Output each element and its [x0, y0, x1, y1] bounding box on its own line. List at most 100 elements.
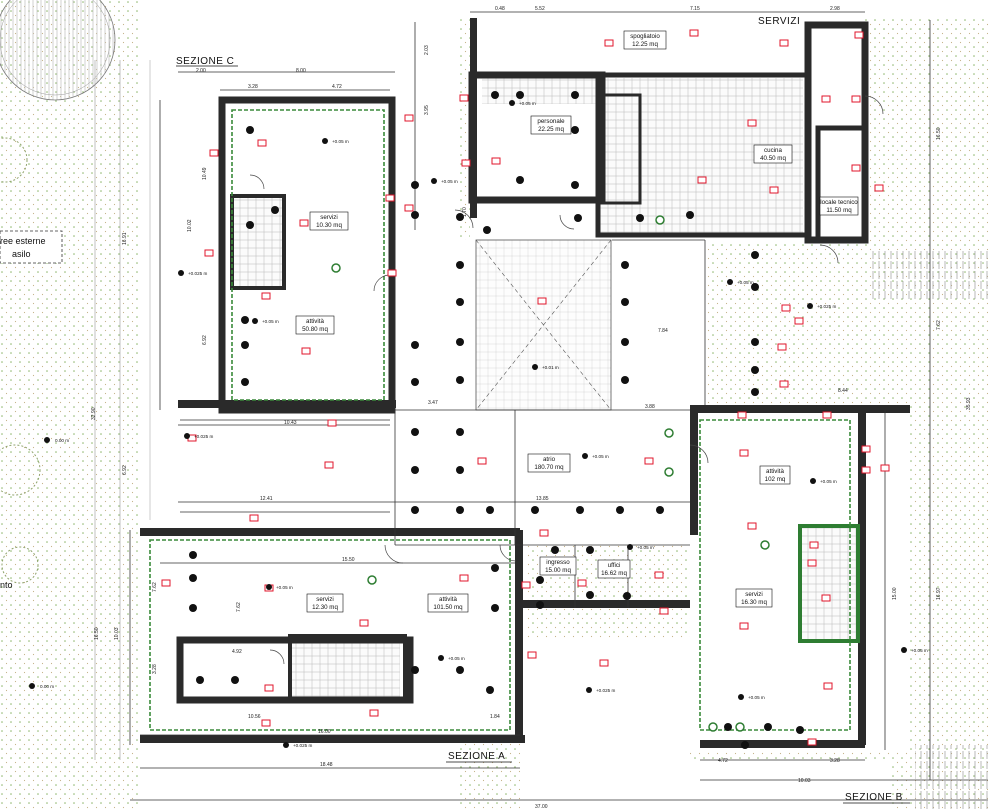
room-area: 16.30 mq — [741, 599, 767, 606]
level-mark: +0.05 m — [332, 139, 349, 144]
external-labels: ree esterne asilo nto — [0, 236, 46, 590]
room-label-servizi-b: servizi 16.30 mq — [735, 588, 773, 608]
dim-text: 12.41 — [260, 496, 273, 502]
level-mark: +0.05 m — [820, 479, 837, 484]
room-name: attività — [439, 596, 457, 603]
room-name: uffici — [608, 562, 621, 569]
dim-text: 15.50 — [342, 557, 355, 563]
level-mark: +0.05 m — [519, 101, 536, 106]
dim-text: 1.84 — [490, 714, 500, 720]
room-area: 180.70 mq — [534, 464, 564, 471]
dim-text: 10.02 — [187, 219, 193, 232]
level-mark: +0.05 m — [911, 648, 928, 653]
dim-text: 10.49 — [202, 167, 208, 180]
dim-text: 16.50 — [936, 127, 942, 140]
room-label-cucina: cucina 40.50 mq — [753, 144, 793, 164]
room-area: 101.50 mq — [433, 604, 463, 611]
room-area: 50.80 mq — [302, 326, 328, 333]
interior-lines — [180, 239, 706, 608]
room-label-attivita-b: attività 102 mq — [759, 465, 791, 485]
dim-text: 7.84 — [658, 328, 668, 334]
walls — [140, 18, 910, 748]
dim-text: 3.28 — [152, 664, 158, 674]
room-name: spogliatoio — [630, 33, 660, 40]
level-marks: 0.00 m 0.00 m +0.025 m +0.025 m +0.05 m … — [29, 100, 928, 748]
asilo-label: asilo — [12, 249, 31, 259]
room-label-spogliatoio: spogliatoio 12.25 mq — [623, 30, 667, 50]
room-name: servizi — [316, 596, 334, 603]
dim-text: 10.03 — [798, 778, 811, 784]
room-name: ingresso — [546, 559, 570, 566]
dim-text: 3.28 — [830, 758, 840, 764]
dim-text: 10.43 — [284, 420, 297, 426]
dim-text: 7.62 — [236, 602, 242, 612]
section-labels: SEZIONE C SERVIZI SEZIONE A SEZIONE B — [176, 16, 910, 804]
level-mark: +0.05 m — [441, 179, 458, 184]
section-b-label: SEZIONE B — [845, 792, 903, 803]
room-area: 15.00 mq — [545, 567, 571, 574]
dim-text: 8.44 — [838, 388, 848, 394]
room-name: attività — [306, 318, 324, 325]
servizi-top-label: SERVIZI — [758, 16, 800, 27]
dim-text: 37.00 — [535, 804, 548, 810]
level-mark: +0.05 m — [448, 656, 465, 661]
dim-text: 3.28 — [248, 84, 258, 90]
dim-text: 2.03 — [424, 45, 430, 55]
room-label-personale: personale 22.25 mq — [530, 115, 572, 135]
dim-text: 13.85 — [536, 496, 549, 502]
level-mark: +0.025 m — [817, 304, 836, 309]
dim-text: 4.72 — [332, 84, 342, 90]
dim-text: 6.92 — [122, 465, 128, 475]
aree-esterne-label: ree esterne — [0, 236, 46, 246]
room-area: 12.25 mq — [632, 41, 658, 48]
room-area: 11.50 mq — [826, 207, 852, 214]
dim-text: 18.48 — [320, 762, 333, 768]
level-mark: +0.05 m — [737, 280, 754, 285]
dim-text: 3.95 — [424, 105, 430, 115]
room-label-servizi-a: servizi 12.30 mq — [306, 593, 344, 613]
room-area: 10.30 mq — [316, 222, 342, 229]
ceiling-fixtures — [189, 91, 804, 749]
level-mark: 0.00 m — [55, 438, 69, 443]
room-name: cucina — [764, 147, 782, 154]
room-label-uffici: uffici 16.62 mq — [597, 559, 631, 579]
level-mark: +0.05 m — [748, 695, 765, 700]
room-name: attività — [766, 468, 784, 475]
room-name: personale — [537, 118, 565, 125]
room-labels: spogliatoio 12.25 mq personale 22.25 mq … — [295, 30, 859, 613]
room-area: 12.30 mq — [312, 604, 338, 611]
room-name: locale tecnico — [820, 199, 858, 206]
green-fixtures — [331, 215, 770, 732]
room-area: 40.50 mq — [760, 155, 786, 162]
level-mark: +0.025 m — [194, 434, 213, 439]
dim-text: 3.47 — [428, 400, 438, 406]
level-mark: 0.00 m — [40, 684, 54, 689]
red-markers — [161, 29, 890, 746]
dim-text: 0.48 — [495, 6, 505, 12]
dim-text: 16.91 — [122, 232, 128, 245]
dim-text: 15.00 — [892, 587, 898, 600]
vertical-dimension-texts: 10.49 10.02 6.92 16.91 32.90 6.92 16.50 … — [91, 45, 972, 674]
level-mark: +0.05 m — [592, 454, 609, 459]
dim-text: 16.00 — [318, 729, 331, 735]
dim-text: 7.62 — [152, 582, 158, 592]
level-mark: +0.025 m — [596, 688, 615, 693]
room-area: 102 mq — [765, 476, 786, 483]
dim-text: 2.98 — [830, 6, 840, 12]
room-label-attivita-a: attività 101.50 mq — [427, 593, 469, 613]
dim-text: 2.00 — [196, 68, 206, 74]
dim-text: 5.52 — [535, 6, 545, 12]
room-label-ingresso: ingresso 15.00 mq — [539, 556, 577, 576]
room-label-attivita-c: attività 50.80 mq — [295, 315, 335, 335]
room-label-atrio: atrio 180.70 mq — [527, 453, 571, 473]
dim-text: 4.92 — [232, 649, 242, 655]
level-mark: +0.05 m — [637, 545, 654, 550]
door-swings — [249, 95, 884, 665]
room-area: 16.62 mq — [601, 570, 627, 577]
room-name: atrio — [543, 456, 556, 463]
section-a-label: SEZIONE A — [448, 751, 505, 762]
dim-text: 7.62 — [936, 320, 942, 330]
dimension-texts: 0.48 5.52 7.15 2.98 2.00 8.00 3.28 4.72 … — [196, 6, 848, 810]
dim-text: 35.93 — [966, 397, 972, 410]
